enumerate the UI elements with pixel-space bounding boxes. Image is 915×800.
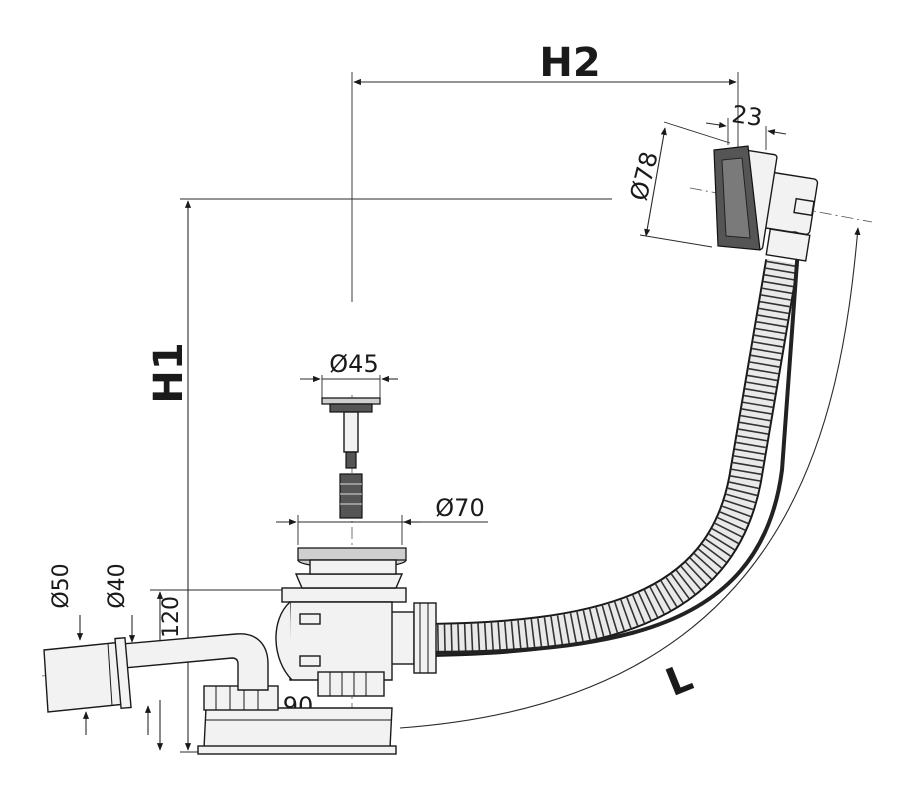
- d50-dimension: Ø50: [49, 563, 90, 735]
- drain-body: [197, 547, 407, 755]
- d50-label: Ø50: [49, 563, 74, 608]
- overflow-head: [713, 145, 819, 262]
- d45-label: Ø45: [329, 350, 378, 378]
- d78-dimension: Ø78: [625, 121, 731, 248]
- h120-label: 120: [159, 596, 184, 638]
- w23-label: 23: [730, 100, 764, 132]
- h1-dimension: H1: [146, 198, 612, 753]
- outlet-elbow: [43, 633, 269, 713]
- l-label: L: [660, 655, 699, 705]
- h1-label: H1: [146, 342, 192, 403]
- d70-label: Ø70: [435, 494, 484, 522]
- d45-dimension: Ø45: [300, 350, 398, 400]
- corrugated-hose: [351, 247, 800, 657]
- d40-dimension: Ø40: [105, 563, 152, 735]
- d70-dimension: Ø70: [276, 494, 488, 545]
- d40-label: Ø40: [105, 563, 130, 608]
- h2-label: H2: [539, 40, 600, 86]
- d78-label: Ø78: [625, 149, 664, 204]
- h120-dimension: 120: [150, 589, 290, 751]
- w23-dimension: 23: [705, 100, 787, 150]
- h2-dimension: H2: [351, 40, 739, 302]
- popup-stopper: [321, 397, 381, 519]
